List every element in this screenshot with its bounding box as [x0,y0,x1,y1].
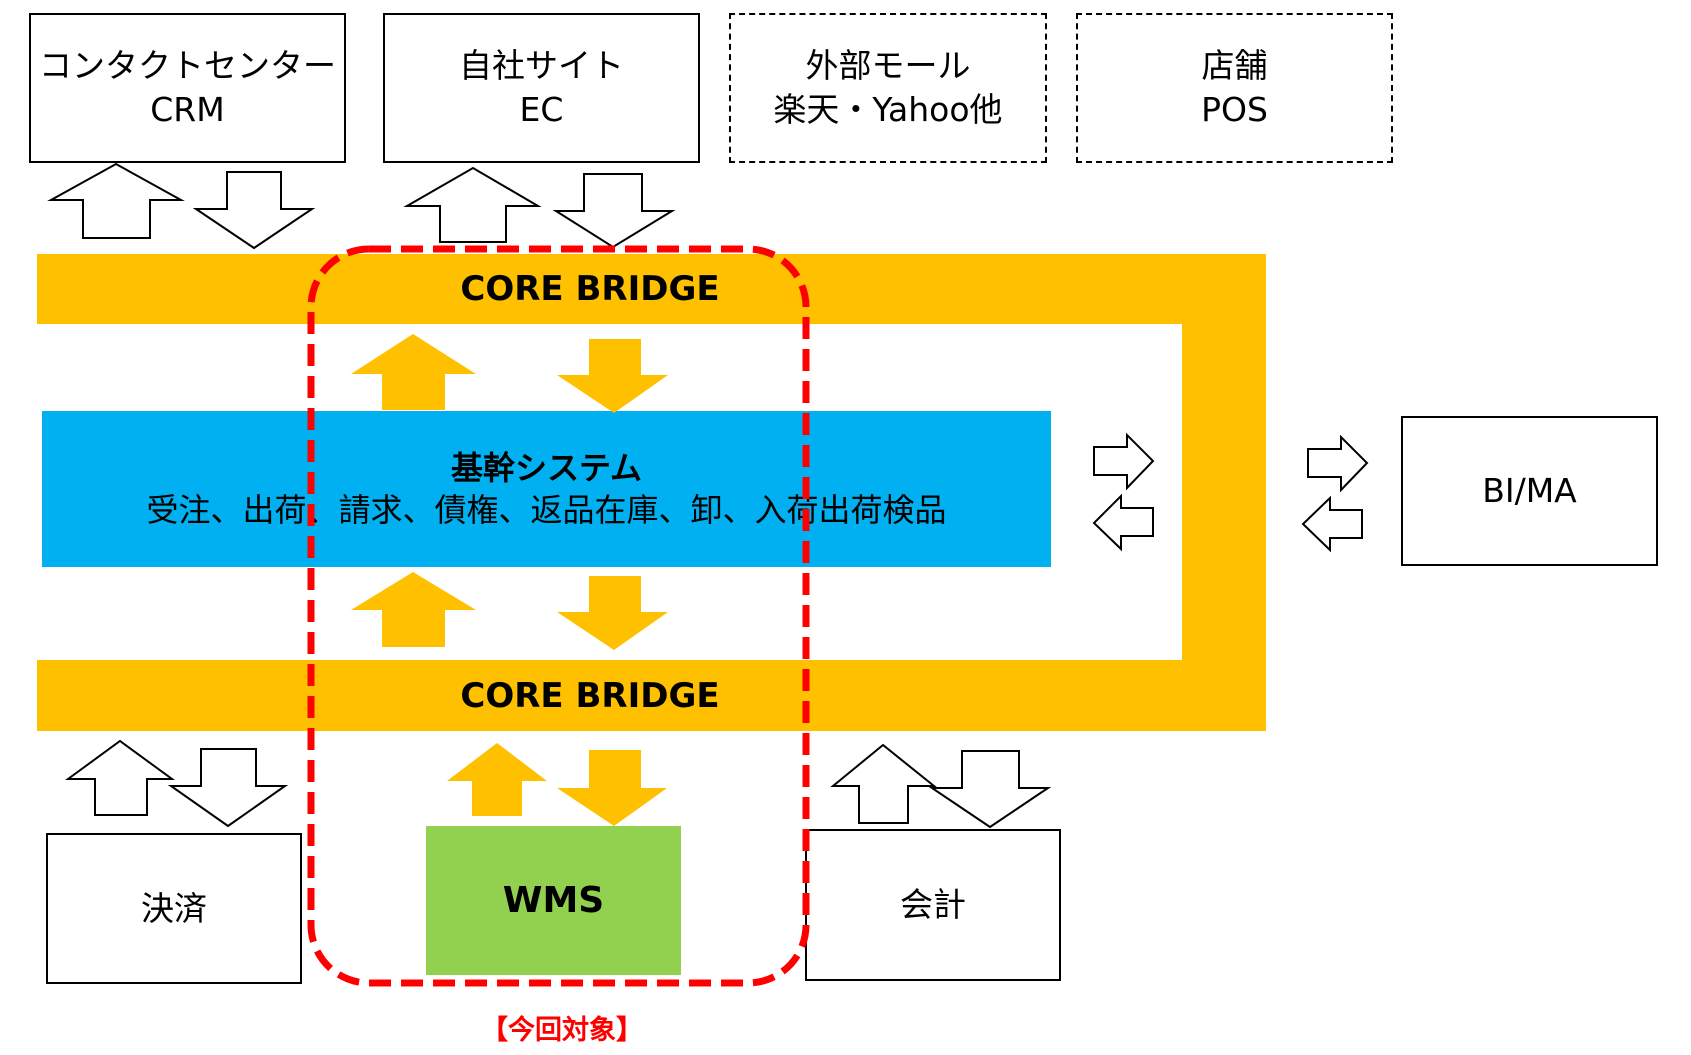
ec-box-title: 自社サイト [459,46,624,85]
payment-down-arrow-icon [167,748,289,828]
ec-box: 自社サイト EC [383,13,700,163]
payment-box: 決済 [46,833,302,984]
store-box: 店舗 POS [1076,13,1393,163]
mall-box-subtitle: 楽天・Yahoo他 [773,90,1003,129]
store-box-title: 店舗 [1201,46,1268,85]
accounting-down-arrow-icon [928,750,1052,829]
core-bridge-top-band: CORE BRIDGE [37,254,1266,324]
wms-label: WMS [502,880,605,921]
core-bridge-top-label: CORE BRIDGE [460,269,720,309]
core-bridge-right-band [1182,254,1266,731]
scope-outline [307,245,810,987]
mall-box-title: 外部モール [805,46,971,85]
core-to-bridge-up-arrow-icon [351,572,476,647]
core-left-arrow-icon [1092,493,1154,552]
payment-label: 決済 [141,888,207,928]
store-box-subtitle: POS [1201,90,1268,129]
core-bridge-bottom-band: CORE BRIDGE [37,660,1266,731]
bridge-to-core-down-arrow-icon [557,339,668,413]
bima-box: BI/MA [1401,416,1658,566]
crm-box: コンタクトセンター CRM [29,13,346,163]
payment-up-arrow-icon [64,739,176,816]
wms-up-arrow-icon [447,743,547,816]
core-right-arrow-icon [1093,432,1155,491]
accounting-label: 会計 [900,885,966,924]
core-bridge-bottom-label: CORE BRIDGE [460,675,720,716]
core-system-title: 基幹システム [450,449,643,487]
bridge-to-core-up-arrow-icon [351,334,476,410]
bima-left-arrow-icon [1301,495,1363,553]
wms-box: WMS [426,826,681,975]
wms-down-arrow-icon [557,750,667,826]
crm-down-arrow-icon [192,171,316,250]
scope-label: 【今回対象】 [481,1015,643,1046]
crm-box-title: コンタクトセンター [39,46,336,85]
bima-label: BI/MA [1482,471,1577,510]
ec-box-subtitle: EC [519,90,564,129]
core-system-functions: 受注、出荷、請求、債権、返品在庫、卸、入荷出荷検品 [146,491,947,529]
crm-up-arrow-icon [47,162,185,239]
core-system-box: 基幹システム 受注、出荷、請求、債権、返品在庫、卸、入荷出荷検品 [42,411,1051,567]
crm-box-subtitle: CRM [150,90,225,129]
bima-right-arrow-icon [1307,434,1369,493]
accounting-up-arrow-icon [830,743,937,824]
mall-box: 外部モール 楽天・Yahoo他 [729,13,1047,163]
core-to-bridge-down-arrow-icon [557,576,668,650]
accounting-box: 会計 [805,829,1061,981]
ec-up-arrow-icon [403,166,542,243]
ec-down-arrow-icon [552,173,676,249]
